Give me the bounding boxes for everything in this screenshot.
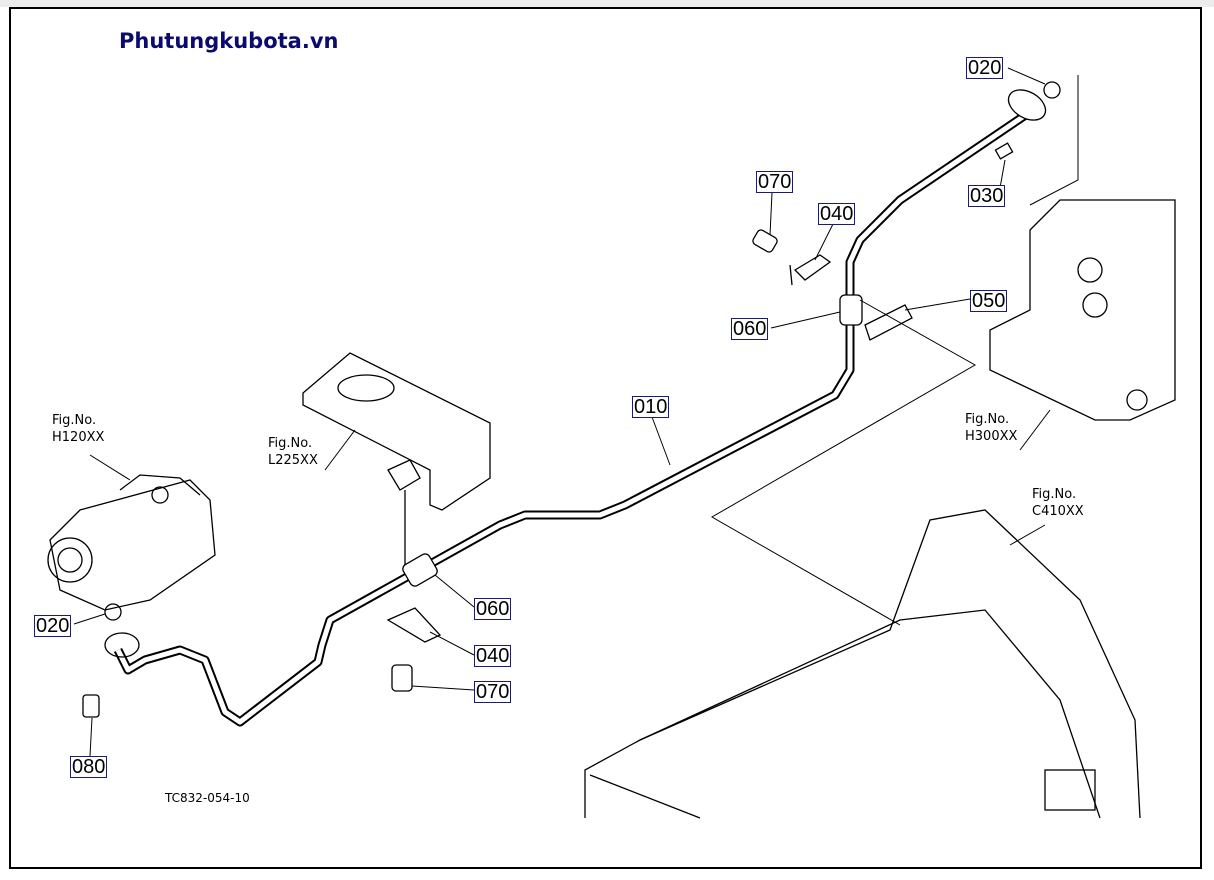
drawing-frame — [9, 7, 1202, 869]
part-label-070-mid[interactable]: 070 — [474, 681, 512, 703]
part-label-080[interactable]: 080 — [70, 756, 108, 778]
part-label-060-top[interactable]: 060 — [731, 318, 769, 340]
part-label-060-mid[interactable]: 060 — [474, 598, 512, 620]
fig-code: H120XX — [52, 430, 105, 445]
top-strip — [0, 0, 1214, 7]
brand-logo-text: Phutungkubota.vn — [119, 29, 339, 53]
fig-code: L225XX — [268, 453, 318, 468]
fig-code: C410XX — [1032, 504, 1084, 519]
part-label-010[interactable]: 010 — [632, 396, 670, 418]
part-label-070-top[interactable]: 070 — [756, 171, 794, 193]
transmission-case-c410 — [584, 509, 1141, 819]
part-label-050[interactable]: 050 — [970, 290, 1008, 312]
hydraulic-valve-h300 — [989, 199, 1176, 421]
part-label-020-top[interactable]: 020 — [966, 57, 1004, 79]
hydraulic-pump-h120 — [47, 474, 216, 611]
part-label-040-mid[interactable]: 040 — [474, 645, 512, 667]
fig-label: Fig.No. — [268, 436, 313, 451]
fig-code: H300XX — [965, 429, 1018, 444]
fig-ref-c410[interactable]: Fig.No. C410XX — [1032, 486, 1084, 520]
fig-ref-h300[interactable]: Fig.No. H300XX — [965, 411, 1017, 445]
part-label-020-left[interactable]: 020 — [34, 615, 72, 637]
part-label-040-top[interactable]: 040 — [818, 203, 856, 225]
part-label-030[interactable]: 030 — [968, 185, 1006, 207]
fig-label: Fig.No. — [965, 412, 1010, 427]
fig-label: Fig.No. — [1032, 487, 1077, 502]
drawing-code: TC832-054-10 — [165, 791, 250, 805]
fig-ref-l225[interactable]: Fig.No. L225XX — [268, 435, 318, 469]
fig-ref-h120[interactable]: Fig.No. H120XX — [52, 412, 104, 446]
oil-pipe-010 — [113, 108, 1033, 727]
fig-label: Fig.No. — [52, 413, 97, 428]
